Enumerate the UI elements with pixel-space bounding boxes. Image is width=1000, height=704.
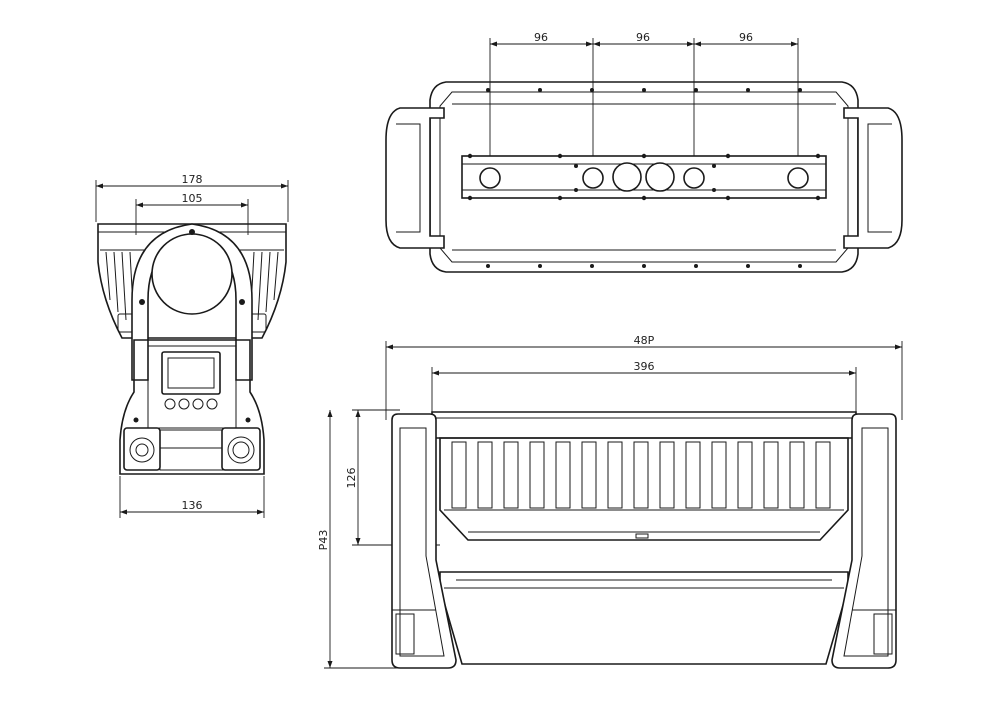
dim-label-126: 126 [345,468,358,489]
lens [151,233,233,315]
dim-front-top: 178 [95,173,289,222]
center-hole-left [612,162,642,192]
dim-side-overall: 48P [385,334,903,420]
down-button-icon [192,398,204,410]
mount-hole-2 [582,167,604,189]
side-view: 48P 396 126 P43 [317,334,903,669]
dim-top-spacing: 96 96 96 [489,31,799,178]
dim-label-48P: 48P [634,334,655,347]
dim-label-96-b: 96 [636,31,650,44]
dim-front-inner: 105 [135,192,249,235]
connector-left [123,427,161,471]
mount-hole-1 [479,167,501,189]
display-screen [161,351,221,395]
dim-label-P43: P43 [317,530,330,551]
dim-side-overall-height: P43 [317,410,400,669]
dim-label-96-a: 96 [534,31,548,44]
front-view: 178 105 [95,173,289,518]
dim-label-396: 396 [634,360,655,373]
dim-label-96-c: 96 [739,31,753,44]
rim-dots [486,88,802,268]
dim-label-105: 105 [182,192,203,205]
mounting-plate [461,155,827,199]
dim-side-bar: 396 [431,360,857,420]
dim-label-136: 136 [182,499,203,512]
up-button-icon [178,398,190,410]
enter-button-icon [206,398,218,410]
mount-hole-3 [683,167,705,189]
dim-label-178: 178 [182,173,203,186]
dim-front-base: 136 [119,476,265,518]
mount-hole-4 [787,167,809,189]
menu-button-icon [164,398,176,410]
center-hole-right [645,162,675,192]
top-view: 96 96 96 [385,31,903,273]
cooling-fins [451,441,831,509]
